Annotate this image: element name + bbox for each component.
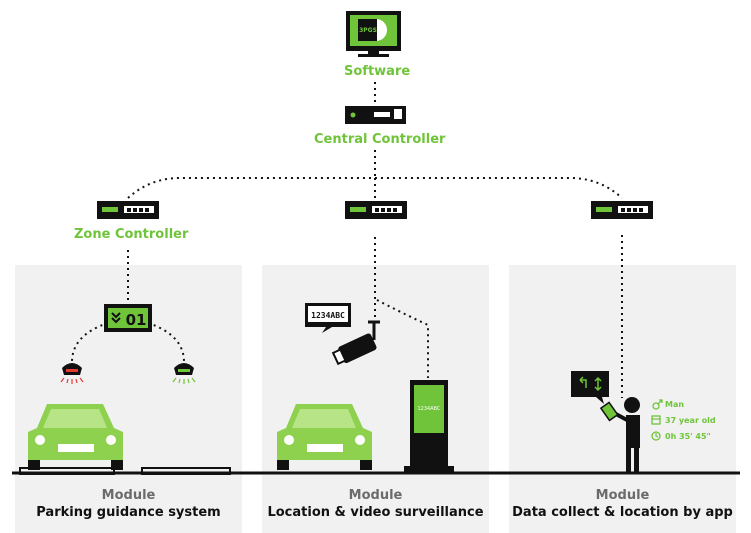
kiosk-icon <box>404 380 454 473</box>
module-title: Module <box>348 488 403 503</box>
person-age: 37 year old <box>665 416 716 425</box>
kiosk-plate-text: 1234ABC <box>418 406 441 412</box>
module-subtitle: Data collect & location by app <box>512 505 733 520</box>
parking-spot-right <box>141 467 231 475</box>
software-screen-text: 3PGS <box>359 27 377 34</box>
person-gender: Man <box>665 400 685 409</box>
car-left-icon <box>28 404 123 470</box>
module-caption-app: Module Data collect & location by app <box>509 488 736 520</box>
module-caption-parking: Module Parking guidance system <box>15 488 242 520</box>
camera-plate-text: 1234ABC <box>311 311 345 320</box>
module-caption-surveillance: Module Location & video surveillance <box>262 488 489 520</box>
phone-icon <box>599 401 619 422</box>
person-time: 0h 35' 45" <box>665 432 711 441</box>
car-center-icon <box>277 404 372 470</box>
direction-bubble-icon <box>571 371 609 404</box>
zone-controller-left-icon <box>97 201 159 219</box>
clock-icon <box>651 431 661 441</box>
display-panel-text: 01 <box>126 311 147 329</box>
parking-display-icon <box>104 304 152 332</box>
person-icon <box>613 397 640 474</box>
license-plate-bubble-icon <box>305 303 351 333</box>
parking-spot-left <box>19 467 115 475</box>
zone-controller-right-icon <box>591 201 653 219</box>
zone-controller-center-icon <box>345 201 407 219</box>
software-monitor-icon <box>346 11 401 57</box>
zone-controller-label: Zone Controller <box>74 227 189 242</box>
module-subtitle: Location & video surveillance <box>267 505 484 520</box>
central-controller-label: Central Controller <box>314 132 446 147</box>
module-title: Module <box>101 488 156 503</box>
connection-lines <box>71 82 623 398</box>
software-label: Software <box>344 64 411 79</box>
green-sensor-icon <box>172 363 196 384</box>
red-sensor-icon <box>60 363 84 384</box>
module-title: Module <box>595 488 650 503</box>
male-icon <box>652 399 663 410</box>
camera-icon <box>331 320 380 366</box>
central-controller-icon <box>345 106 406 124</box>
calendar-icon <box>651 415 661 425</box>
module-panel-app <box>509 265 736 533</box>
module-subtitle: Parking guidance system <box>36 505 221 520</box>
